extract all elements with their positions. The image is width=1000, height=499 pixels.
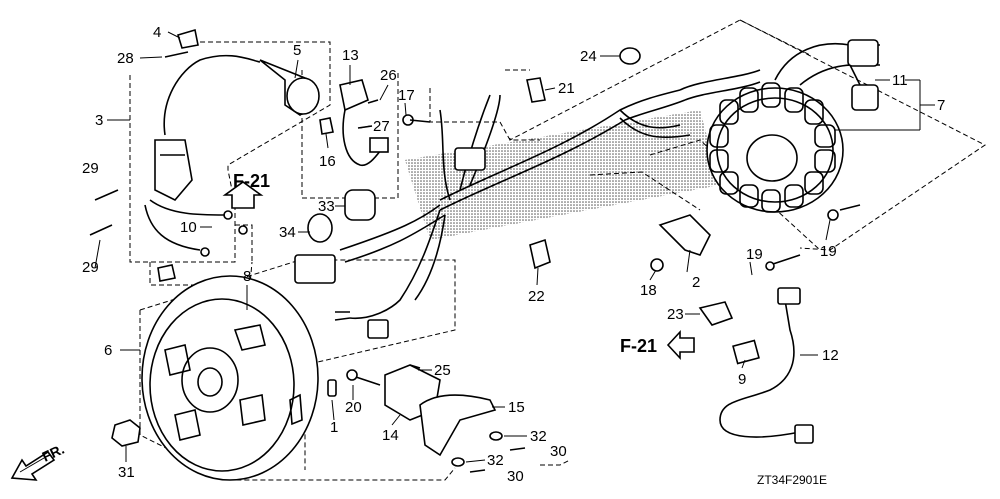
pulser-coil-part	[144, 54, 261, 257]
part-label-26: 26	[380, 67, 397, 84]
part-label-32a: 32	[530, 428, 547, 445]
part-label-24: 24	[580, 48, 597, 65]
flywheel-part	[141, 275, 319, 481]
part-label-12: 12	[822, 347, 839, 364]
diagram-code: ZT34F2901E	[757, 473, 827, 487]
part-label-17: 17	[398, 87, 415, 104]
part-label-28: 28	[117, 50, 134, 67]
leader-lines	[94, 31, 935, 463]
part-label-34: 34	[279, 224, 296, 241]
part-label-27: 27	[373, 118, 390, 135]
part-label-16: 16	[319, 153, 336, 170]
part-label-9: 9	[738, 371, 746, 388]
part-label-18: 18	[640, 282, 657, 299]
front-label: FR.	[40, 441, 67, 465]
part-label-31: 31	[118, 464, 135, 481]
part-label-29a: 29	[82, 160, 99, 177]
ref-f21-upper: F-21	[233, 171, 270, 191]
part-label-21: 21	[558, 80, 575, 97]
shaded-band	[405, 110, 720, 240]
plug-cap-part	[259, 59, 320, 116]
part-label-2: 2	[692, 274, 700, 291]
part-label-30b: 30	[507, 468, 524, 485]
part-label-11: 11	[892, 72, 908, 89]
part-label-10: 10	[180, 219, 197, 236]
part-label-30a: 30	[550, 443, 567, 460]
ref-arrow-f21-upper	[222, 181, 264, 209]
small-parts	[89, 28, 861, 473]
part-label-8: 8	[243, 268, 251, 285]
part-label-29b: 29	[82, 259, 99, 276]
labels: F-21 F-21 FR. ZT34F2901E 4 28 3 29 29 10…	[40, 24, 946, 487]
wire-harness	[294, 69, 761, 339]
part-label-23: 23	[667, 306, 684, 323]
part-label-25: 25	[434, 362, 451, 379]
part-label-6: 6	[104, 342, 112, 359]
part-label-5: 5	[293, 42, 301, 59]
part-label-33: 33	[318, 198, 335, 215]
part-label-20: 20	[345, 399, 362, 416]
ref-arrow-f21-lower	[666, 329, 695, 361]
part-label-13: 13	[342, 47, 359, 64]
part-label-19a: 19	[746, 246, 763, 263]
part-label-15: 15	[508, 399, 525, 416]
ref-f21-lower: F-21	[620, 336, 657, 356]
front-arrow-icon	[10, 450, 56, 481]
part-label-32b: 32	[487, 452, 504, 469]
stator-part	[706, 39, 881, 213]
part-label-19b: 19	[820, 243, 837, 260]
part-label-14: 14	[382, 427, 399, 444]
part-label-4: 4	[153, 24, 161, 41]
part-label-7: 7	[937, 97, 945, 114]
part-label-3: 3	[95, 112, 103, 129]
part-label-22: 22	[528, 288, 545, 305]
part-label-1: 1	[330, 419, 338, 436]
